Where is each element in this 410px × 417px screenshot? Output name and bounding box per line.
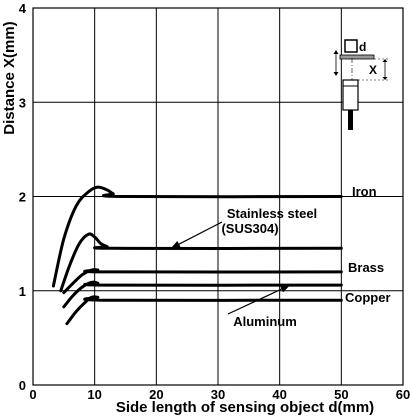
series-line-brass <box>62 268 343 295</box>
y-tick-label-0: 0 <box>19 378 26 393</box>
x-tick-label-10: 10 <box>87 387 101 402</box>
sensor-diagram: d X <box>333 39 390 130</box>
series-label-copper: Copper <box>345 290 391 305</box>
x-tick-label-60: 60 <box>396 387 410 402</box>
x-tick-label-30: 30 <box>211 387 225 402</box>
sensor-cable <box>348 110 353 130</box>
series-label-iron: Iron <box>352 184 377 199</box>
y-tick-label-1: 1 <box>19 284 26 299</box>
x-axis-title: Side length of sensing object d(mm) <box>116 399 374 416</box>
sensing-object-square <box>344 39 358 53</box>
series-line-copper <box>65 295 343 326</box>
series-label-sus304: (SUS304) <box>221 221 278 236</box>
series-line-iron <box>51 185 343 288</box>
stainless-leader <box>170 221 223 249</box>
series-line-stainless-steel-sus304 <box>59 232 343 293</box>
y-tick-label-2: 2 <box>19 190 26 205</box>
series-label-brass: Brass <box>348 260 384 275</box>
plate-side-arrow-head <box>333 50 339 54</box>
y-axis-title: Distance X(mm) <box>1 21 18 134</box>
object-size-label: d <box>359 40 366 54</box>
y-tick-label-4: 4 <box>19 1 27 16</box>
x-tick-label-40: 40 <box>272 387 286 402</box>
aluminum-leader <box>227 285 291 315</box>
x-tick-label-20: 20 <box>149 387 163 402</box>
y-tick-label-3: 3 <box>19 95 26 110</box>
plate-side-arrow-tail <box>333 72 339 76</box>
series-lines <box>51 185 343 326</box>
series-label-stainless-steel: Stainless steel <box>227 206 317 221</box>
annotation-leaders <box>170 221 291 315</box>
tick-labels: 0 10 20 30 40 50 60 0 1 2 3 4 <box>19 1 410 402</box>
distance-arrow-bottom <box>382 77 388 80</box>
x-tick-label-0: 0 <box>29 387 36 402</box>
plot-frame <box>32 7 404 386</box>
series-line-aluminum <box>62 280 343 309</box>
sensor-body <box>342 79 359 111</box>
series-label-aluminum: Aluminum <box>233 314 297 329</box>
distance-x-label: X <box>369 63 377 77</box>
distance-arrow-top <box>382 59 388 62</box>
sensing-object-plate <box>339 54 375 60</box>
x-tick-label-50: 50 <box>334 387 348 402</box>
